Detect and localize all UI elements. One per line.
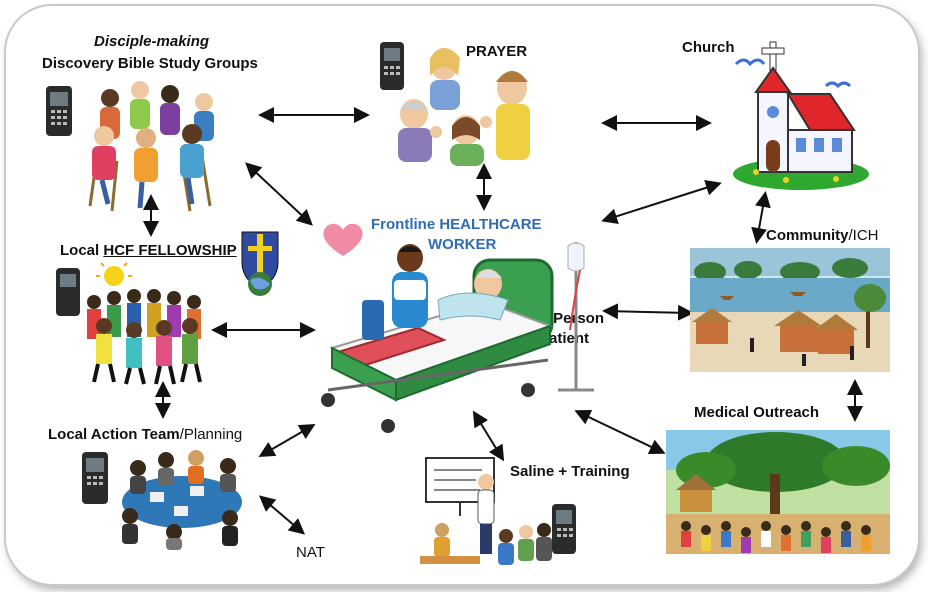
church-label: Church	[682, 39, 735, 56]
arrow-dbs-frontline	[245, 162, 313, 226]
arrow-whole-community	[602, 303, 694, 321]
action-team-planning: /Planning	[179, 426, 243, 443]
cell-phone-icon	[552, 504, 576, 554]
church-illustration	[733, 41, 869, 190]
arrow-action-nat	[258, 495, 306, 535]
prayer-illustration	[380, 42, 530, 166]
medical-outreach-label: Medical Outreach	[694, 404, 820, 421]
community-ich: /ICH	[848, 227, 879, 244]
community-label: Community/ICH	[766, 227, 879, 244]
hcf-emblem-icon	[241, 231, 279, 296]
hcf-underlined: HCF FELLOWSHIP	[103, 242, 237, 259]
disciple-making-title: Disciple-making	[94, 33, 210, 50]
arrow-church-community	[751, 191, 771, 244]
hospital-bed-illustration	[321, 242, 594, 433]
action-team-bold: Local Action Team	[48, 426, 180, 443]
saline-training-label: Saline + Training	[510, 463, 630, 480]
arrow-frontline-saline	[472, 410, 505, 462]
cell-phone-icon	[56, 268, 80, 316]
nat-label: NAT	[296, 544, 325, 561]
saline-training-illustration	[420, 457, 576, 565]
arrow-church-frontline	[601, 180, 722, 224]
community-illustration	[690, 248, 890, 372]
hcf-fellowship-label: Local HCF FELLOWSHIP	[60, 242, 237, 259]
arrow-action-frontline	[258, 423, 316, 458]
iv-stand	[558, 242, 594, 392]
medical-outreach-illustration	[666, 430, 890, 554]
hcf-fellowship-illustration	[56, 262, 202, 385]
cell-phone-icon	[380, 42, 404, 90]
discovery-bible-study-label: Discovery Bible Study Groups	[42, 55, 258, 72]
hcf-prefix: Local	[60, 242, 104, 259]
frontline-line1: Frontline HEALTHCARE	[371, 216, 542, 233]
action-team-label: Local Action Team/Planning	[48, 426, 242, 443]
cell-phone-icon	[46, 86, 72, 136]
arrow-frontline-outreach	[574, 409, 666, 455]
frontline-line2: WORKER	[428, 236, 497, 253]
heart-icon	[323, 223, 363, 256]
bible-study-group-illustration	[46, 81, 214, 212]
cell-phone-icon	[82, 452, 108, 504]
sun-icon	[96, 262, 132, 286]
community-bold: Community	[766, 227, 849, 244]
prayer-label: PRAYER	[466, 43, 528, 60]
action-team-illustration	[82, 450, 242, 550]
